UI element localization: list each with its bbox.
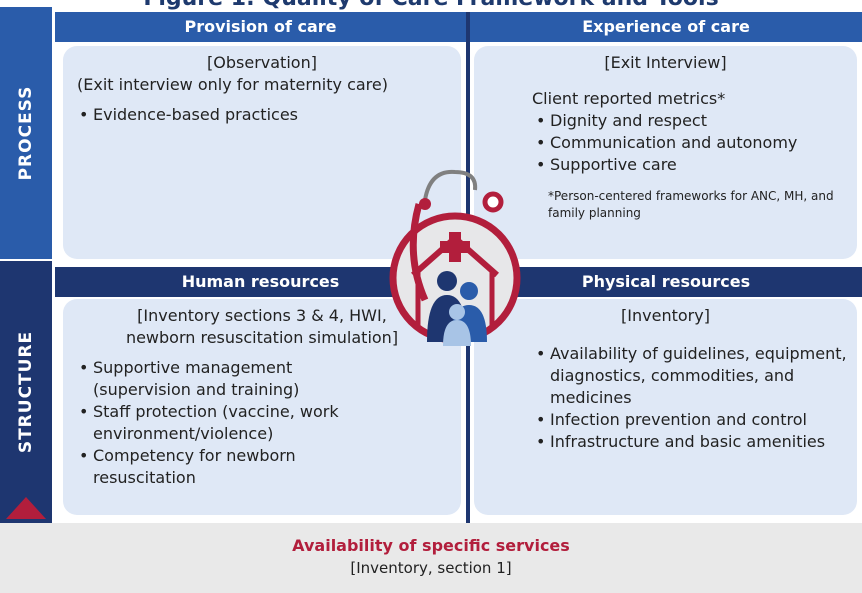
availability-title: Availability of specific services	[292, 536, 570, 555]
list-item: Supportive management (supervision and t…	[75, 357, 395, 401]
list-item: Staff protection (vaccine, work environm…	[75, 401, 395, 445]
experience-list: Dignity and respect Communication and au…	[532, 110, 845, 176]
availability-source: [Inventory, section 1]	[350, 559, 512, 577]
list-item: Infrastructure and basic amenities	[532, 431, 852, 453]
human-resources-list: Supportive management (supervision and t…	[75, 357, 395, 489]
experience-footnote: *Person-centered frameworks for ANC, MH,…	[548, 189, 834, 220]
physical-resources-panel: [Inventory] Availability of guidelines, …	[474, 299, 857, 515]
process-label: PROCESS	[16, 85, 36, 181]
triangle-marker-icon	[6, 497, 46, 519]
physical-resources-header: Physical resources	[470, 267, 862, 297]
structure-label: STRUCTURE	[16, 330, 36, 454]
provision-source: [Observation]	[207, 53, 317, 72]
experience-subheading: Client reported metrics*	[532, 89, 726, 108]
experience-source: [Exit Interview]	[604, 53, 727, 72]
list-item: Supportive care	[532, 154, 845, 176]
provision-header: Provision of care	[55, 12, 466, 42]
human-resources-source: [Inventory sections 3 & 4, HWI, newborn …	[125, 306, 399, 347]
list-item: Dignity and respect	[532, 110, 845, 132]
figure-title: Figure 1: Quality of Care Framework and …	[0, 0, 862, 10]
list-item: Infection prevention and control	[532, 409, 852, 431]
human-resources-panel: [Inventory sections 3 & 4, HWI, newborn …	[63, 299, 461, 515]
structure-side-bar: STRUCTURE	[0, 261, 52, 523]
provision-list: Evidence-based practices	[75, 104, 449, 126]
bottom-band: Availability of specific services [Inven…	[0, 523, 862, 593]
experience-header: Experience of care	[470, 12, 862, 42]
list-item: Availability of guidelines, equipment, d…	[532, 343, 852, 409]
list-item: Communication and autonomy	[532, 132, 845, 154]
stethoscope-house-family-icon	[389, 169, 521, 346]
experience-panel: [Exit Interview] Client reported metrics…	[474, 46, 857, 259]
process-side-bar: PROCESS	[0, 7, 52, 259]
list-item: Competency for newborn resuscitation	[75, 445, 395, 489]
physical-resources-source: [Inventory]	[621, 306, 710, 325]
provision-panel: [Observation] (Exit interview only for m…	[63, 46, 461, 259]
provision-source-note: (Exit interview only for maternity care)	[77, 75, 388, 94]
physical-resources-list: Availability of guidelines, equipment, d…	[532, 343, 852, 453]
list-item: Evidence-based practices	[75, 104, 449, 126]
